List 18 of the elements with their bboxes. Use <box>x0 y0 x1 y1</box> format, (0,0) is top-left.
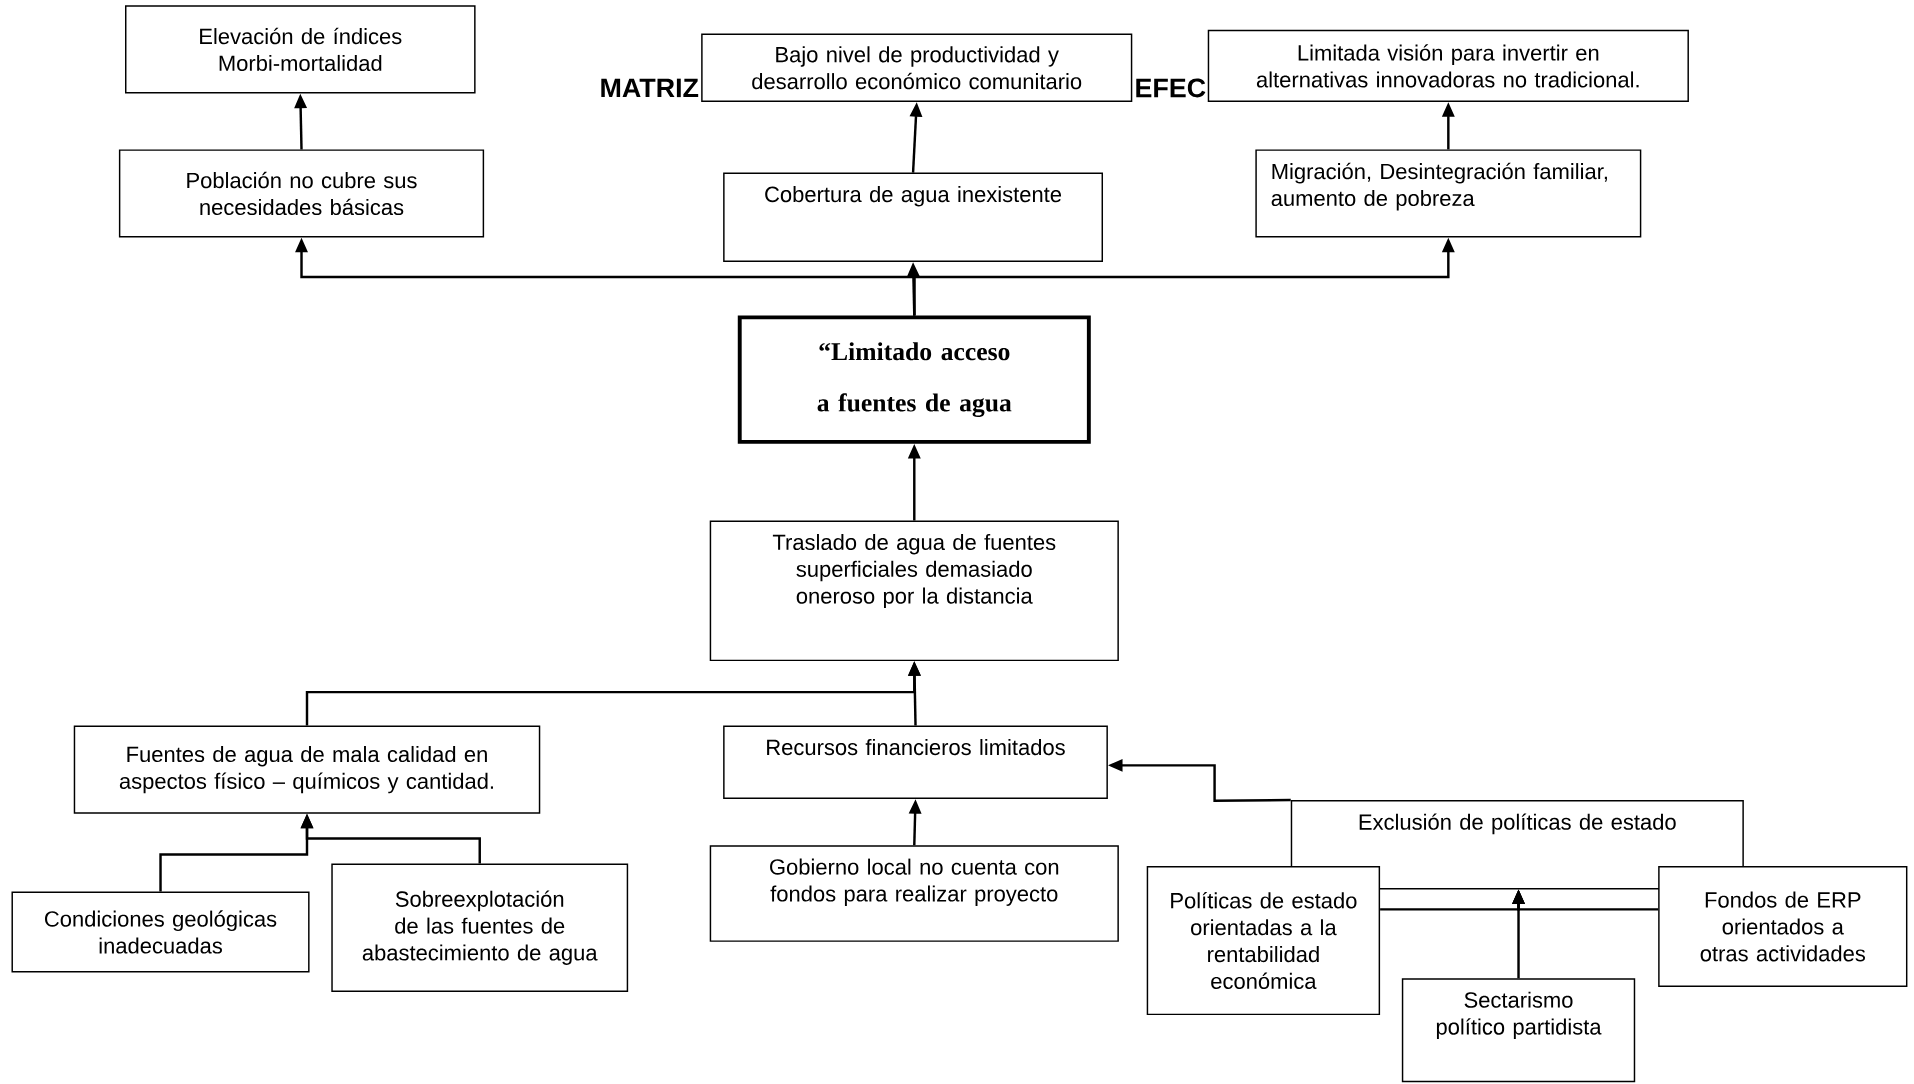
cause-effect-box: Fuentes de agua de mala calidad en aspectos físico – químicos y cantidad. <box>73 725 541 814</box>
cause-effect-box: Traslado de agua de fuentes superficiales demasiado oneroso por la distancia <box>709 520 1119 662</box>
cause-effect-box: Población no cubre sus necesidades básicas <box>118 149 485 238</box>
cause-effect-box: Fondos de ERP orientados a otras actividades <box>1658 865 1908 988</box>
cause-effect-box: Políticas de estado orientadas a la rentabilidad económica <box>1146 865 1381 1016</box>
title-text: MATRIZ <box>601 78 699 98</box>
cause-effect-box: Bajo nivel de productividad y desarrollo económico comunitario <box>701 33 1133 103</box>
cause-effect-box: Recursos financieros limitados <box>723 725 1108 800</box>
cause-effect-box: Condiciones geológicas inadecuadas <box>11 891 310 973</box>
cause-effect-box: Migración, Desintegración familiar, aumento de pobreza <box>1255 149 1642 238</box>
cause-effect-box: Sobreexplotación de las fuentes de abastecimiento de agua <box>331 863 629 992</box>
title-text: EFEC <box>1136 78 1206 98</box>
cause-effect-box: Gobierno local no cuenta con fondos para realizar proyecto <box>709 845 1119 942</box>
cause-effect-box: Limitada visión para invertir en alternativas innovadoras no tradicional. <box>1207 29 1689 103</box>
cause-effect-box: Sectarismo político partidista <box>1401 978 1636 1083</box>
problem-box: “Limitado acceso a fuentes de agua <box>737 315 1091 444</box>
cause-effect-box: Elevación de índices Morbi-mortalidad <box>125 5 476 94</box>
cause-effect-box: Cobertura de agua inexistente <box>723 172 1103 262</box>
